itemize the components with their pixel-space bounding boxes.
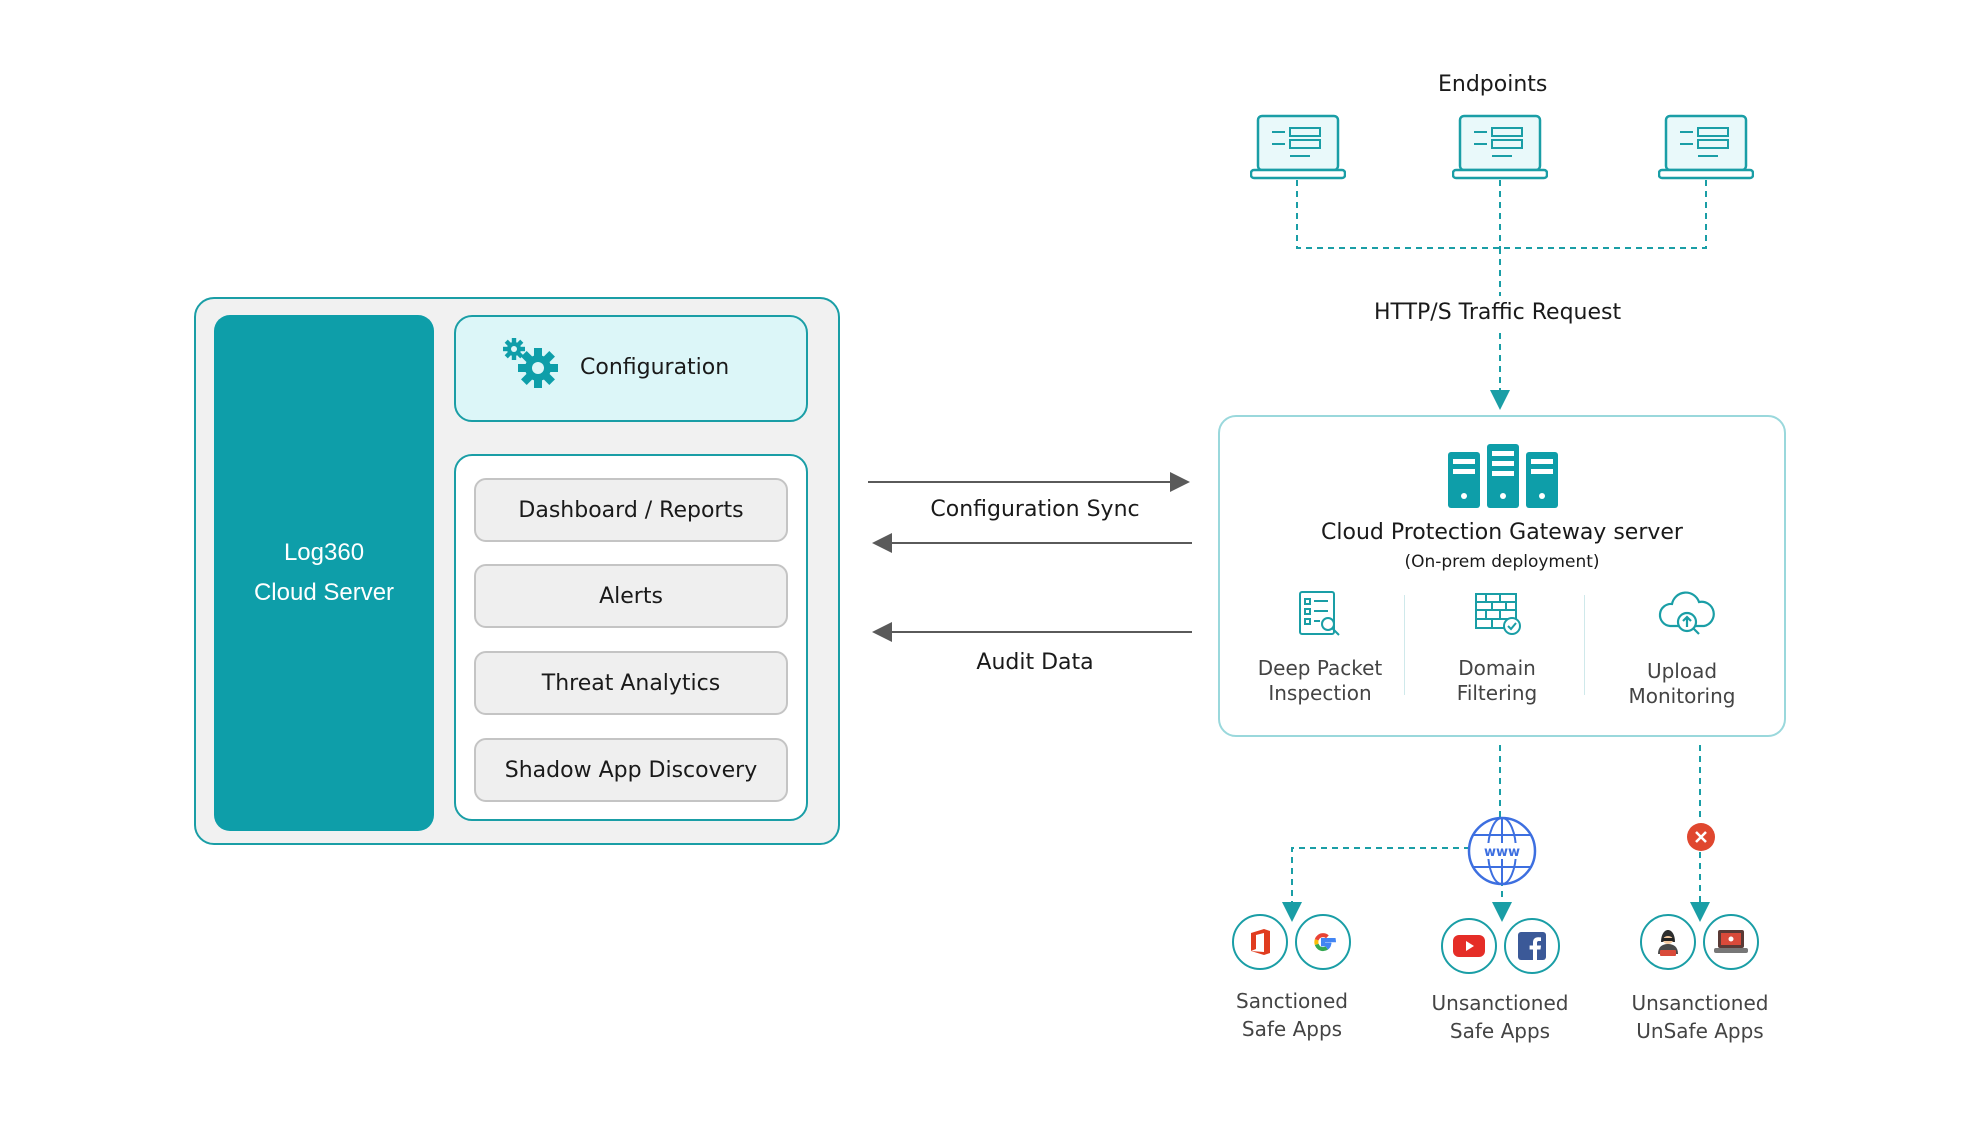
document-scan-icon — [1299, 591, 1340, 636]
block-x-icon — [1687, 823, 1715, 851]
module-threat-analytics: Threat Analytics — [474, 651, 788, 715]
facebook-icon — [1504, 918, 1560, 974]
feature-label-line1: Domain — [1458, 656, 1536, 680]
module-shadow-app-discovery: Shadow App Discovery — [474, 738, 788, 802]
feature-divider — [1404, 595, 1405, 695]
app-group-label-line2: Safe Apps — [1241, 1017, 1343, 1041]
server-rack-icon — [1448, 444, 1558, 508]
gear-icon — [503, 338, 558, 388]
malware-laptop-icon — [1703, 914, 1759, 970]
app-group-sanctioned-safe: Sanctioned Safe Apps — [1192, 987, 1392, 1043]
app-group-unsanctioned-safe: Unsanctioned Safe Apps — [1400, 989, 1600, 1045]
config-sync-label: Configuration Sync — [930, 497, 1140, 522]
feature-upload-monitoring: Upload Monitoring — [1592, 659, 1772, 709]
laptop-icon — [1452, 114, 1548, 180]
endpoint-1-line — [1296, 180, 1707, 249]
gateway-title: Cloud Protection Gateway server — [1321, 520, 1683, 545]
hacker-icon — [1640, 914, 1696, 970]
traffic-request-label: HTTP/S Traffic Request — [1370, 300, 1626, 325]
www-to-sanctioned-line — [1282, 847, 1470, 922]
firewall-icon — [1475, 593, 1521, 635]
app-group-label-line2: Safe Apps — [1449, 1019, 1551, 1043]
feature-deep-packet-inspection: Deep Packet Inspection — [1230, 656, 1410, 706]
app-group-label-line1: Sanctioned — [1236, 989, 1348, 1013]
app-group-label-line1: Unsanctioned — [1631, 991, 1769, 1015]
audit-data-label: Audit Data — [976, 650, 1094, 675]
log360-cloud-server: Log360 Cloud Server — [214, 315, 434, 831]
laptop-icon — [1250, 114, 1346, 180]
office-icon — [1232, 914, 1288, 970]
feature-divider — [1584, 595, 1585, 695]
youtube-icon — [1441, 918, 1497, 974]
feature-label-line2: Filtering — [1456, 681, 1538, 705]
feature-label-line2: Monitoring — [1628, 684, 1736, 708]
app-group-label-line2: UnSafe Apps — [1636, 1019, 1764, 1043]
feature-domain-filtering: Domain Filtering — [1407, 656, 1587, 706]
server-name-line1: Log360 — [283, 539, 365, 566]
cloud-upload-icon — [1658, 591, 1715, 635]
configuration-box — [454, 315, 808, 422]
configuration-label: Configuration — [580, 355, 730, 380]
feature-label-line1: Deep Packet — [1257, 656, 1383, 680]
module-dashboard-reports: Dashboard / Reports — [474, 478, 788, 542]
app-group-label-line1: Unsanctioned — [1431, 991, 1569, 1015]
endpoints-title: Endpoints — [1438, 72, 1548, 97]
app-group-unsanctioned-unsafe: Unsanctioned UnSafe Apps — [1600, 989, 1800, 1045]
www-globe-icon: www — [1467, 816, 1537, 886]
feature-label-line2: Inspection — [1268, 681, 1372, 705]
google-icon — [1295, 914, 1351, 970]
laptop-icon — [1658, 114, 1754, 180]
module-alerts: Alerts — [474, 564, 788, 628]
server-name-line2: Cloud Server — [253, 579, 395, 606]
feature-label-line1: Upload — [1646, 659, 1718, 683]
www-text: www — [1484, 845, 1520, 860]
gateway-subtitle: (On-prem deployment) — [1404, 552, 1600, 572]
